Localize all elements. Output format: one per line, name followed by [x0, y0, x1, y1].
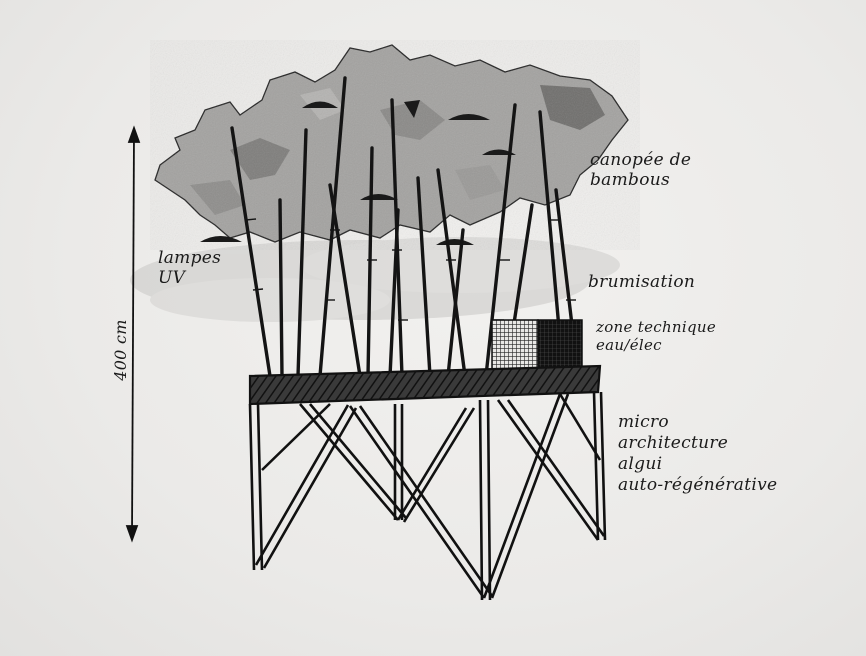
mist-haze: [130, 237, 620, 322]
platform-legs: [248, 391, 607, 601]
bamboo-nodes: [245, 218, 576, 321]
annotation-micro-architecture: micro architecture algui auto-régénérati…: [618, 412, 778, 495]
annotation-mist: brumisation: [588, 272, 696, 292]
bamboo-stalks: [230, 76, 580, 378]
annotation-height: 400 cm: [111, 319, 130, 381]
uv-lamps: [200, 100, 516, 245]
technical-zone-box: [491, 319, 583, 375]
height-dimension-arrow: [125, 125, 141, 543]
